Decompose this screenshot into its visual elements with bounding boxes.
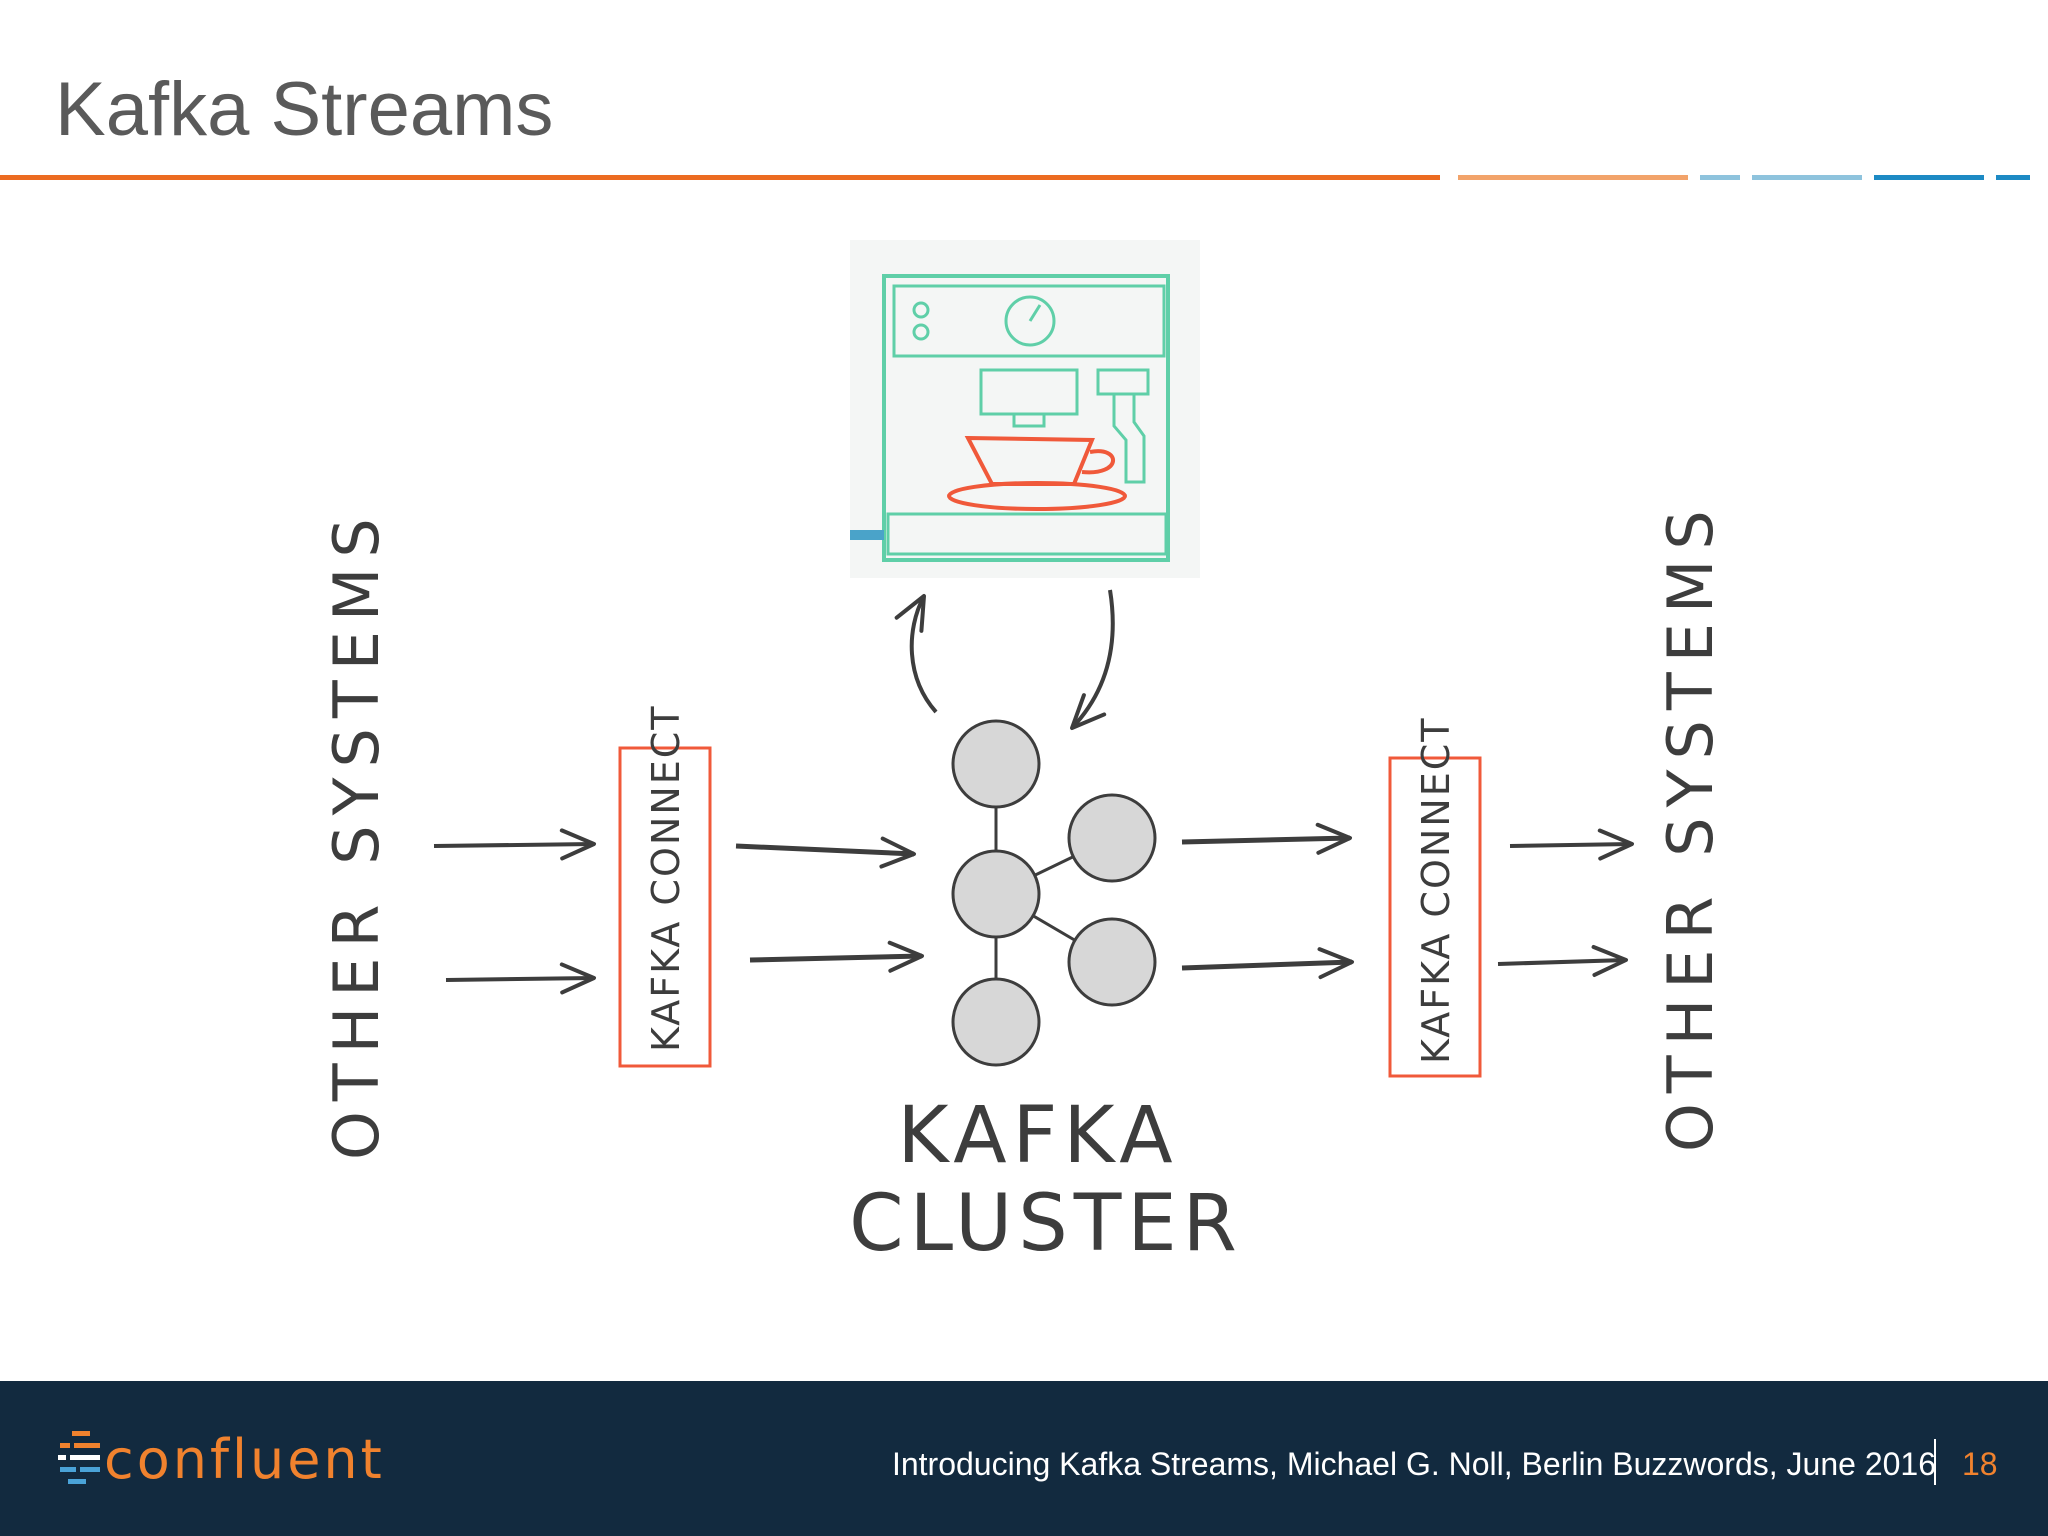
cluster-node <box>951 849 1041 939</box>
slide-title: Kafka Streams <box>55 67 554 152</box>
page-number: 18 <box>1962 1446 1998 1482</box>
arrow-connect-to-cluster-1 <box>735 836 916 869</box>
confluent-wordmark: confluent <box>104 1428 385 1491</box>
arrow-cluster-to-connect-2 <box>1181 947 1354 980</box>
cluster-node <box>1067 917 1157 1007</box>
confluent-logo: confluent <box>58 1425 385 1495</box>
cluster-node <box>951 977 1041 1067</box>
title-rule <box>0 175 2030 180</box>
cluster-label-line2: CLUSTER <box>849 1179 1243 1269</box>
slide-footer: confluent Introducing Kafka Streams, Mic… <box>0 1381 2048 1536</box>
confluent-logo-mark <box>58 1431 100 1484</box>
arrow-to-app <box>894 594 938 714</box>
arrow-left-in-1 <box>433 828 596 861</box>
espresso-machine-icon <box>850 240 1200 578</box>
right-kafka-connect-box: KAFKA CONNECT <box>1388 717 1482 1078</box>
left-kafka-connect-box: KAFKA CONNECT <box>618 705 712 1068</box>
left-systems-label: OTHER SYSTEMS <box>320 508 393 1160</box>
cluster-node <box>951 719 1041 809</box>
cluster-label-line1: KAFKA <box>897 1091 1178 1181</box>
architecture-diagram: OTHER SYSTEMS KAFKA CONNECT KAFKA CONNEC… <box>320 240 1727 1269</box>
arrow-cluster-to-connect-1 <box>1181 822 1352 855</box>
rule-segment-blue-1 <box>1874 175 1984 180</box>
kafka-cluster <box>951 719 1157 1067</box>
cluster-node <box>1067 793 1157 883</box>
rule-segment-orange-light <box>1458 175 1688 180</box>
footer-divider <box>1934 1439 1936 1485</box>
arrow-connect-to-cluster-2 <box>749 940 924 973</box>
rule-segment-blue-light-2 <box>1752 175 1862 180</box>
arrow-right-out-2 <box>1497 945 1628 977</box>
rule-segment-blue-light-1 <box>1700 175 1740 180</box>
rule-segment-orange <box>0 175 1440 180</box>
footer-caption: Introducing Kafka Streams, Michael G. No… <box>891 1446 1936 1482</box>
arrow-from-app <box>1070 589 1115 730</box>
arrow-left-in-2 <box>445 962 596 995</box>
rule-segment-blue-2 <box>1996 175 2030 180</box>
arrow-right-out-1 <box>1509 828 1634 861</box>
left-connect-label: KAFKA CONNECT <box>644 705 688 1052</box>
right-systems-label: OTHER SYSTEMS <box>1654 500 1727 1152</box>
right-connect-label: KAFKA CONNECT <box>1414 717 1458 1064</box>
